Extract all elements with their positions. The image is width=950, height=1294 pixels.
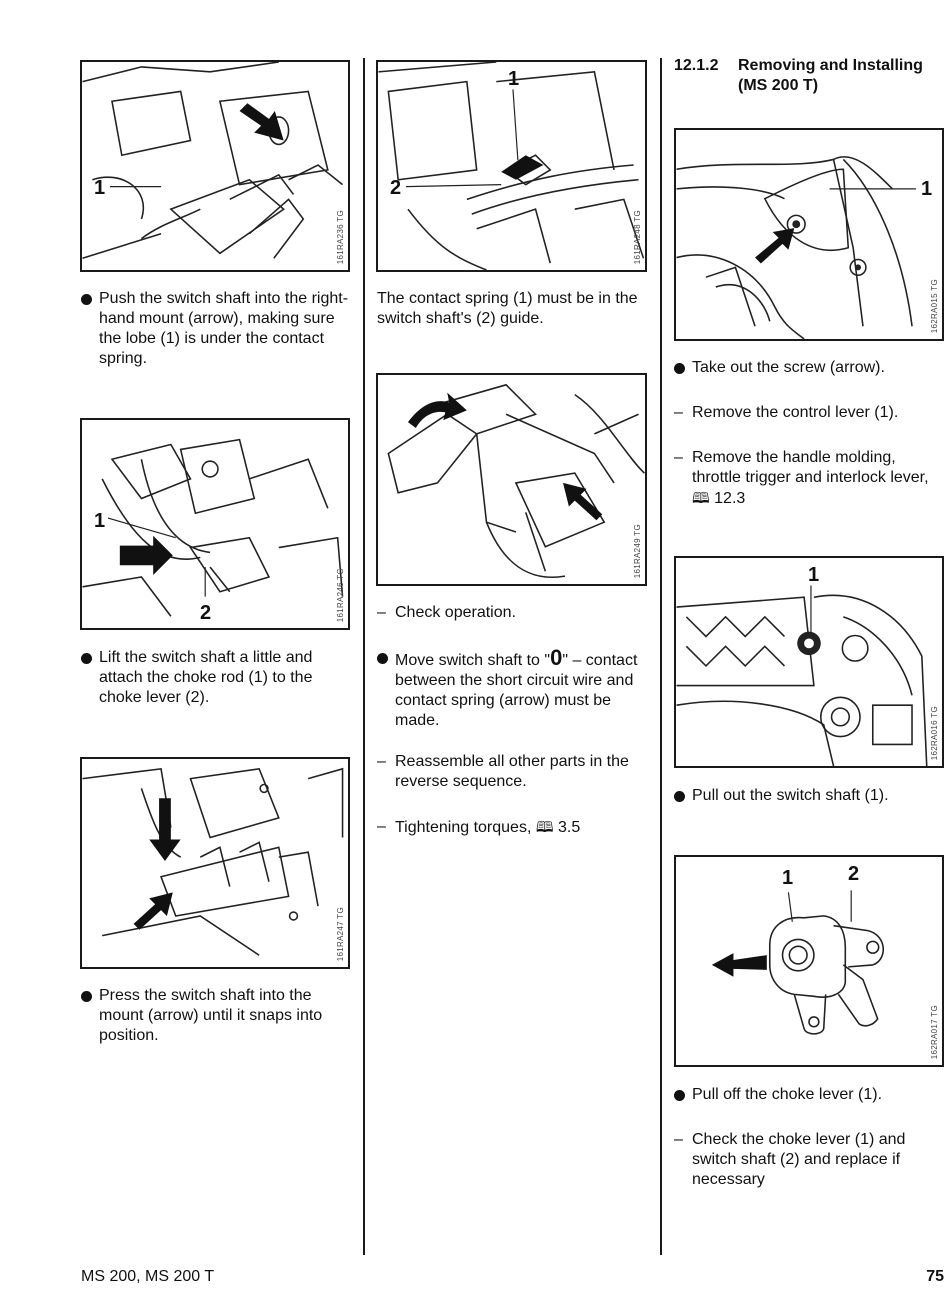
- figure-choke-lever: 1 2 162RA017 TG: [674, 855, 944, 1067]
- section-reference[interactable]: 12.3: [714, 490, 746, 507]
- callout-label: 1: [921, 178, 933, 200]
- step-text: Push the switch shaft into the right-han…: [99, 290, 349, 367]
- dash-marker: –: [377, 818, 386, 835]
- figure-contact-spring: 1 2 161RA248 TG: [376, 60, 647, 272]
- callout-label: 2: [200, 602, 212, 624]
- step-text: Pull off the choke lever (1).: [692, 1086, 883, 1103]
- figure-switch-shaft-removal: 1 162RA016 TG: [674, 556, 944, 768]
- callout-label: 1: [782, 867, 794, 889]
- figure-code: 161RA236 TG: [336, 209, 345, 264]
- section-title: Removing and Installing (MS 200 T): [738, 57, 923, 94]
- figure-code: 161RA247 TG: [336, 906, 345, 961]
- book-reference-icon: 🕮: [535, 818, 554, 836]
- figure-code: 161RA249 TG: [633, 523, 642, 578]
- figure-code: 161RA246 TG: [336, 567, 345, 622]
- instruction-step: Lift the switch shaft a little and attac…: [81, 648, 353, 708]
- dash-marker: –: [377, 604, 386, 621]
- switch-position-zero: 0: [550, 645, 563, 670]
- bullet-icon: [674, 786, 692, 808]
- instruction-text: The contact spring (1) must be in the sw…: [377, 289, 649, 329]
- step-text: Check operation.: [395, 604, 516, 621]
- instruction-step: Pull out the switch shaft (1).: [674, 786, 946, 806]
- page-number: 75: [926, 1268, 944, 1285]
- instruction-step: Take out the screw (arrow).: [674, 358, 946, 378]
- footer-model: MS 200, MS 200 T: [81, 1268, 215, 1285]
- step-text: Take out the screw (arrow).: [692, 359, 885, 376]
- step-text: The contact spring (1) must be in the sw…: [377, 290, 638, 327]
- line-drawing: [676, 156, 916, 339]
- dash-marker: –: [674, 1131, 683, 1148]
- section-heading: 12.1.2 Removing and Installing (MS 200 T…: [674, 56, 944, 96]
- instruction-step: Press the switch shaft into the mount (a…: [81, 986, 353, 1046]
- step-text: Lift the switch shaft a little and attac…: [99, 649, 313, 706]
- instruction-step: Push the switch shaft into the right-han…: [81, 289, 353, 369]
- step-text: Reassemble all other parts in the revers…: [395, 753, 629, 790]
- callout-label: 1: [808, 564, 820, 586]
- bullet-icon: [81, 648, 99, 670]
- figure-control-lever: 1 162RA015 TG: [674, 128, 944, 341]
- step-text: Tightening torques,: [395, 819, 532, 836]
- callout-label: 2: [848, 863, 860, 885]
- step-text: Remove the control lever (1).: [692, 404, 899, 421]
- section-reference[interactable]: 3.5: [557, 819, 581, 836]
- figure-code: 162RA017 TG: [930, 1004, 939, 1059]
- figure-code: 162RA015 TG: [930, 278, 939, 333]
- dash-marker: –: [377, 753, 386, 770]
- step-text: Remove the handle molding, throttle trig…: [692, 449, 929, 486]
- line-drawing: [378, 62, 645, 270]
- step-text: Press the switch shaft into the mount (a…: [99, 987, 323, 1044]
- line-drawing: [711, 890, 884, 1035]
- figure-code: 161RA248 TG: [633, 209, 642, 264]
- callout-label: 1: [94, 510, 106, 532]
- instruction-step: Pull off the choke lever (1).: [674, 1085, 946, 1105]
- book-reference-icon: 🕮: [692, 489, 710, 507]
- instruction-step: – Remove the handle molding, throttle tr…: [674, 448, 946, 509]
- section-number: 12.1.2: [674, 57, 719, 74]
- line-drawing: [82, 438, 344, 617]
- step-text: Pull out the switch shaft (1).: [692, 787, 889, 804]
- callout-label: 1: [94, 177, 106, 199]
- bullet-icon: [377, 648, 395, 670]
- step-text: Check the choke lever (1) and switch sha…: [692, 1131, 906, 1188]
- figure-choke-rod: 1 2 161RA246 TG: [80, 418, 350, 630]
- figure-switch-shaft-mount: 1 161RA236 TG: [80, 60, 350, 272]
- instruction-step: – Check operation.: [377, 603, 649, 623]
- instruction-step: – Remove the control lever (1).: [674, 403, 946, 423]
- instruction-step: – Tightening torques, 🕮 3.5: [377, 817, 649, 838]
- figure-code: 162RA016 TG: [930, 705, 939, 760]
- instruction-step: – Reassemble all other parts in the reve…: [377, 752, 649, 792]
- instruction-step: – Check the choke lever (1) and switch s…: [674, 1130, 946, 1190]
- bullet-icon: [81, 289, 99, 311]
- step-text: Move switch shaft to "0" – contact betwe…: [395, 645, 638, 730]
- dash-marker: –: [674, 404, 683, 421]
- column-divider: [363, 58, 365, 1255]
- figure-check-operation: 161RA249 TG: [376, 373, 647, 586]
- callout-label: 2: [390, 177, 402, 199]
- line-drawing: [82, 62, 344, 259]
- bullet-icon: [674, 358, 692, 380]
- figure-snap-shaft: 161RA247 TG: [80, 757, 350, 969]
- callout-label: 1: [508, 68, 520, 90]
- dash-marker: –: [674, 449, 683, 466]
- instruction-step: Move switch shaft to "0" – contact betwe…: [377, 645, 649, 731]
- line-drawing: [676, 585, 928, 766]
- line-drawing: [82, 767, 344, 956]
- line-drawing: [387, 383, 645, 579]
- bullet-icon: [674, 1085, 692, 1107]
- column-divider: [660, 58, 662, 1255]
- bullet-icon: [81, 986, 99, 1008]
